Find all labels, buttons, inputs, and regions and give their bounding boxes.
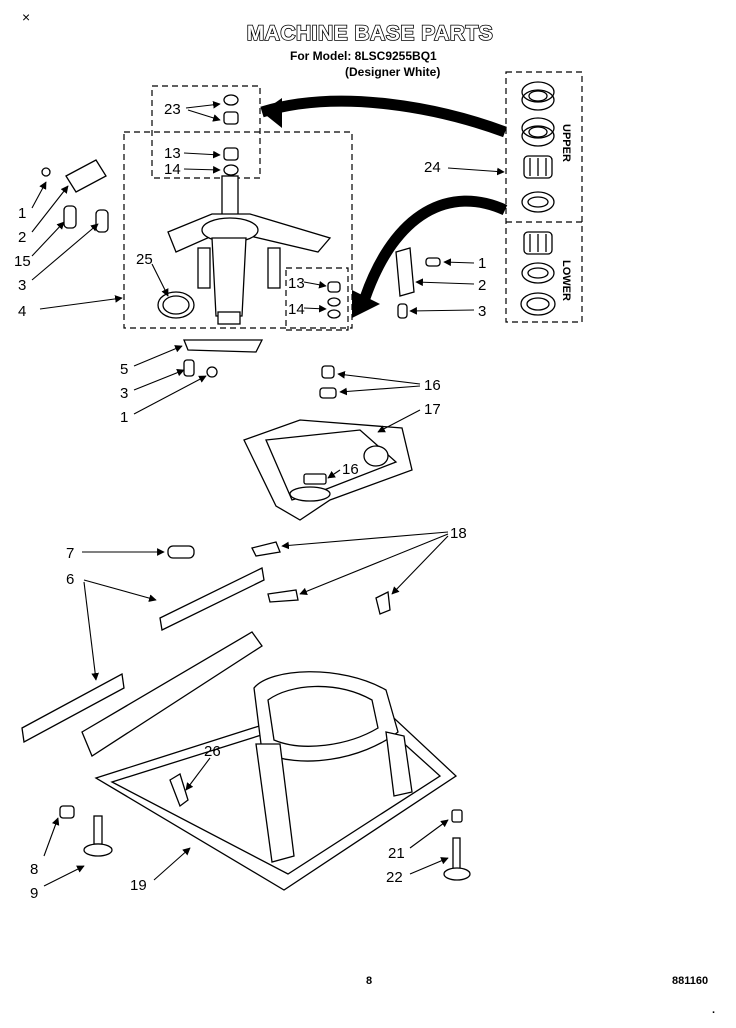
callout-5: 5 [120, 361, 128, 378]
callout-7: 7 [66, 545, 74, 562]
inset-bearings [520, 81, 556, 316]
callout-18: 18 [450, 525, 467, 542]
model-line: For Model: 8LSC9255BQ1 [290, 49, 437, 63]
inset-lower-label: LOWER [560, 260, 572, 301]
callout-16-top: 16 [424, 377, 441, 394]
callout-15: 15 [14, 253, 31, 270]
callout-13-top: 13 [164, 145, 181, 162]
callout-3-right: 3 [478, 303, 486, 320]
page-title: MACHINE BASE PARTS [247, 22, 494, 45]
clips [251, 541, 391, 615]
big-arrow-top [260, 95, 507, 138]
callout-6: 6 [66, 571, 74, 588]
callout-16-bottom: 16 [342, 461, 359, 478]
big-arrow-low [359, 195, 508, 300]
callout-24: 24 [424, 159, 441, 176]
callout-4: 4 [18, 303, 26, 320]
callout-9: 9 [30, 885, 38, 902]
machine-base [81, 631, 458, 891]
callout-22: 22 [386, 869, 403, 886]
callout-1-lower: 1 [120, 409, 128, 426]
callout-1-right: 1 [478, 255, 486, 272]
leader-lines [31, 100, 505, 887]
callout-14-right: 14 [288, 301, 305, 318]
corner-mark: × [22, 9, 30, 25]
strap-parts [183, 339, 264, 378]
drive-assembly [157, 175, 332, 325]
callout-25: 25 [136, 251, 153, 268]
big-arrow-top-head [262, 98, 282, 128]
color-line: (Designer White) [345, 65, 440, 79]
callout-19: 19 [130, 877, 147, 894]
leveling-feet [59, 805, 471, 881]
callout-23: 23 [164, 101, 181, 118]
callout-3-left: 3 [18, 277, 26, 294]
callout-17: 17 [424, 401, 441, 418]
drive-box [123, 131, 353, 329]
callout-14-top: 14 [164, 161, 181, 178]
inset-box [505, 71, 583, 323]
doc-code: 881160 [672, 975, 708, 987]
callout-1-left: 1 [18, 205, 26, 222]
page-number: 8 [366, 975, 372, 987]
callout-21: 21 [388, 845, 405, 862]
top-bearing-stack [223, 94, 239, 176]
callout-8: 8 [30, 861, 38, 878]
callout-labels: 23 13 14 24 1 2 15 3 25 4 13 14 1 2 3 5 … [14, 101, 486, 902]
right-small-parts [395, 247, 441, 319]
plates-and-spring [21, 545, 265, 744]
callout-26: 26 [204, 743, 221, 760]
callout-2-left: 2 [18, 229, 26, 246]
callout-13-right: 13 [288, 275, 305, 292]
bracket-assembly [243, 365, 413, 521]
inset-upper-label: UPPER [560, 124, 572, 162]
left-small-parts [41, 159, 109, 233]
callout-3-lower: 3 [120, 385, 128, 402]
doc-mark: · [712, 1007, 716, 1019]
big-arrow-low-head [352, 290, 380, 318]
bearing-box-right [285, 267, 349, 331]
right-bearings [327, 281, 341, 319]
callout-2-right: 2 [478, 277, 486, 294]
